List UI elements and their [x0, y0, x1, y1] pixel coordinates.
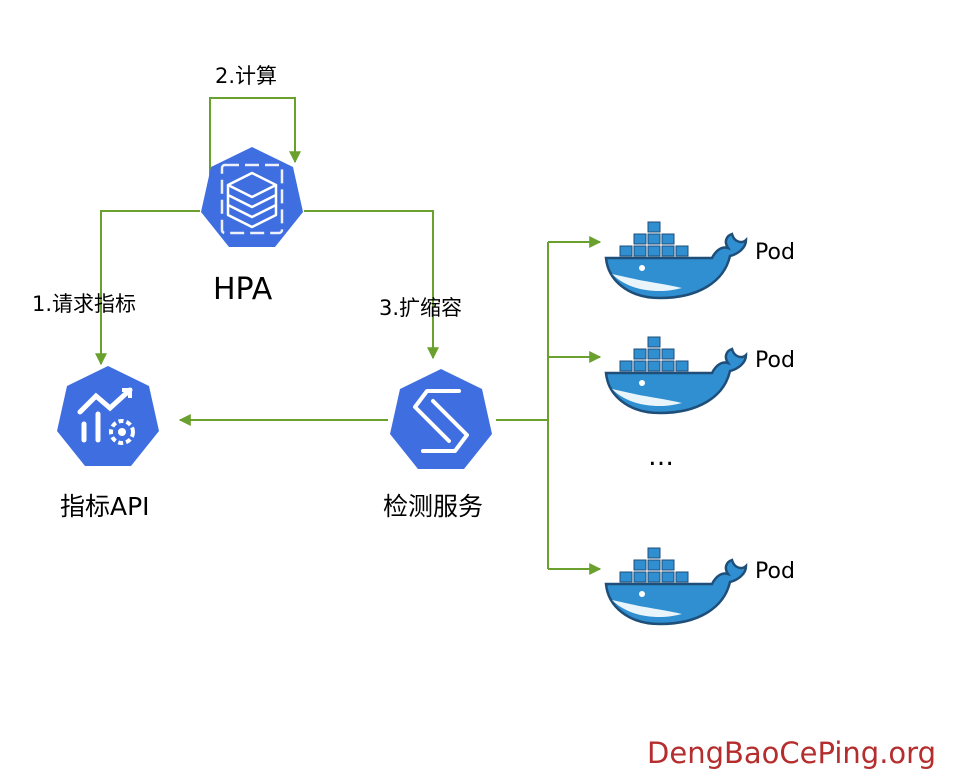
monitor-service-icon[interactable]	[390, 369, 492, 469]
arrow-request-metrics	[95, 210, 200, 366]
docker-pod-icon	[604, 220, 748, 300]
watermark: DengBaoCePing.org	[647, 736, 936, 770]
hpa-label: HPA	[213, 272, 273, 307]
step-scale-label: 3.扩缩容	[379, 296, 463, 320]
arrow-scale	[304, 210, 439, 360]
step-request-metrics-label: 1.请求指标	[32, 292, 137, 316]
docker-pod-icon	[604, 546, 748, 626]
metrics-api-label: 指标API	[60, 492, 150, 521]
pod-label: Pod	[755, 240, 795, 265]
arrow-compute-loop	[209, 97, 301, 176]
docker-pod-icon	[604, 335, 748, 415]
step-compute-label: 2.计算	[215, 64, 278, 88]
arrow-monitor-to-pods	[496, 236, 602, 575]
monitor-service-label: 检测服务	[383, 492, 484, 521]
metrics-api-icon[interactable]	[57, 366, 159, 466]
hpa-icon[interactable]	[201, 147, 303, 247]
ellipsis: …	[648, 442, 676, 472]
pod-label: Pod	[755, 559, 795, 584]
pod-label: Pod	[755, 348, 795, 373]
